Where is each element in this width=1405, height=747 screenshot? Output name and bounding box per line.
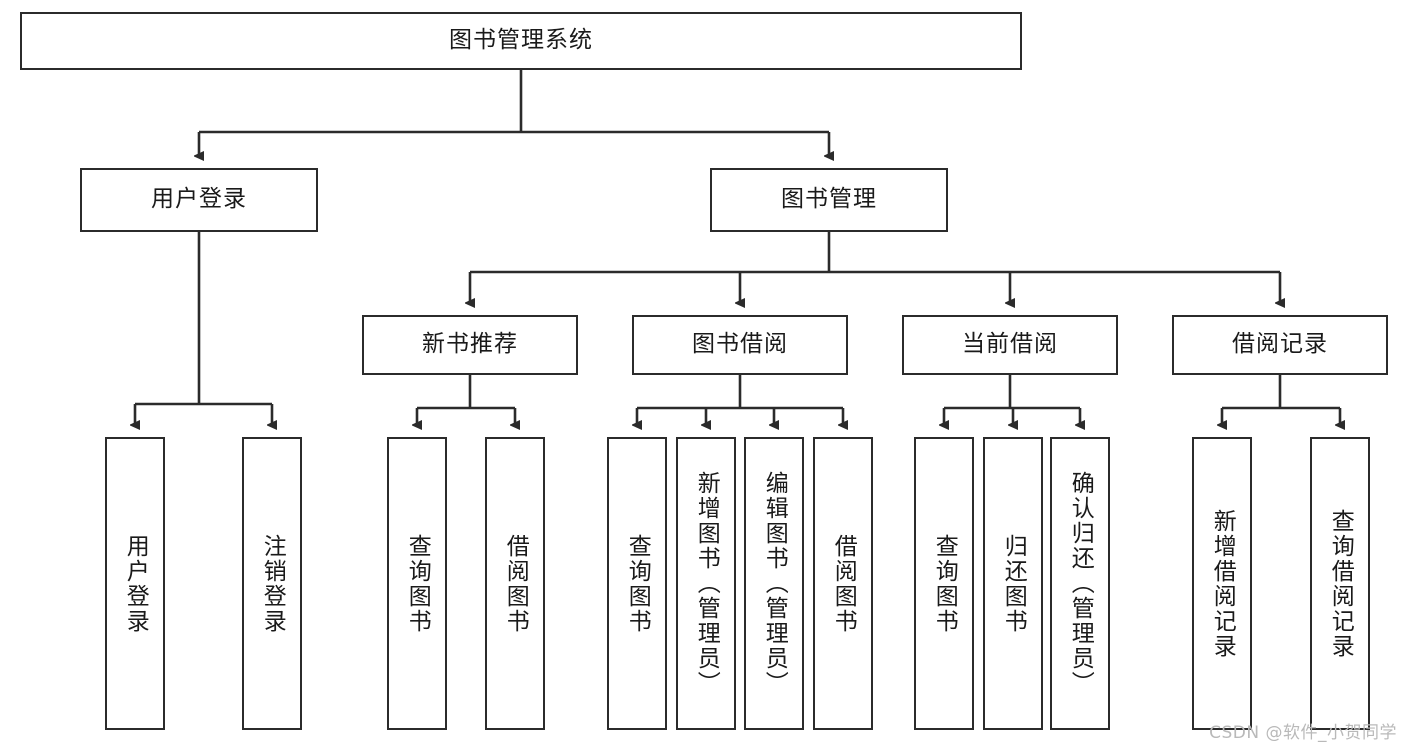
leaf-add-record-label: 新增借阅记录 <box>1209 508 1236 659</box>
leaf-return-book[interactable]: 归还图书 <box>983 437 1043 730</box>
leaf-edit-book-label: 编辑图书（管理员） <box>761 471 788 696</box>
leaf-query-book-3[interactable]: 查询图书 <box>914 437 974 730</box>
leaf-borrow-book-1[interactable]: 借阅图书 <box>485 437 545 730</box>
node-new-book-rec[interactable]: 新书推荐 <box>362 315 578 375</box>
leaf-query-book-2[interactable]: 查询图书 <box>607 437 667 730</box>
leaf-borrow-book-2[interactable]: 借阅图书 <box>813 437 873 730</box>
leaf-logout[interactable]: 注销登录 <box>242 437 302 730</box>
leaf-query-book-3-label: 查询图书 <box>931 533 958 634</box>
node-book-borrow-label: 图书借阅 <box>692 331 788 358</box>
leaf-query-record[interactable]: 查询借阅记录 <box>1310 437 1370 730</box>
node-user-login[interactable]: 用户登录 <box>80 168 318 232</box>
node-book-manage-label: 图书管理 <box>781 186 877 213</box>
leaf-query-book-1[interactable]: 查询图书 <box>387 437 447 730</box>
leaf-query-book-2-label: 查询图书 <box>624 533 651 634</box>
leaf-borrow-book-2-label: 借阅图书 <box>830 533 857 634</box>
leaf-user-login-label: 用户登录 <box>122 533 149 634</box>
node-book-manage[interactable]: 图书管理 <box>710 168 948 232</box>
node-book-borrow[interactable]: 图书借阅 <box>632 315 848 375</box>
leaf-edit-book[interactable]: 编辑图书（管理员） <box>744 437 804 730</box>
leaf-query-book-1-label: 查询图书 <box>404 533 431 634</box>
leaf-confirm-return[interactable]: 确认归还（管理员） <box>1050 437 1110 730</box>
leaf-confirm-return-label: 确认归还（管理员） <box>1067 471 1094 696</box>
leaf-add-record[interactable]: 新增借阅记录 <box>1192 437 1252 730</box>
node-current-borrow[interactable]: 当前借阅 <box>902 315 1118 375</box>
leaf-logout-label: 注销登录 <box>259 533 286 634</box>
node-root[interactable]: 图书管理系统 <box>20 12 1022 70</box>
node-root-label: 图书管理系统 <box>449 27 593 54</box>
leaf-borrow-book-1-label: 借阅图书 <box>502 533 529 634</box>
leaf-user-login[interactable]: 用户登录 <box>105 437 165 730</box>
node-current-borrow-label: 当前借阅 <box>962 331 1058 358</box>
node-borrow-record[interactable]: 借阅记录 <box>1172 315 1388 375</box>
leaf-return-book-label: 归还图书 <box>1000 533 1027 634</box>
leaf-add-book[interactable]: 新增图书（管理员） <box>676 437 736 730</box>
node-user-login-label: 用户登录 <box>151 186 247 213</box>
node-borrow-record-label: 借阅记录 <box>1232 331 1328 358</box>
leaf-add-book-label: 新增图书（管理员） <box>693 471 720 696</box>
node-new-book-rec-label: 新书推荐 <box>422 331 518 358</box>
leaf-query-record-label: 查询借阅记录 <box>1327 508 1354 659</box>
